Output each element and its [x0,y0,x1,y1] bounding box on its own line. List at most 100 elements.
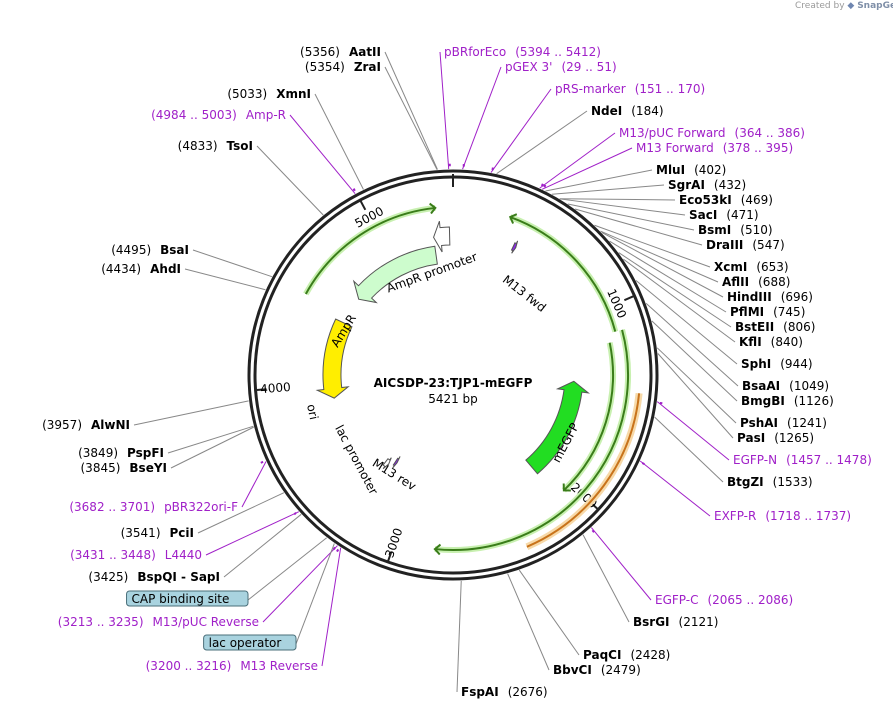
site-pos-bseyi: (3845) [81,461,121,475]
leader-line [133,400,249,426]
leader-line [656,401,730,461]
feature-label-m13-fwd: M13 fwd [500,272,549,314]
box-label-text: CAP binding site [132,592,230,606]
feature-ori [315,318,353,399]
leader-line [541,147,633,190]
orf-arrow-left-head [429,202,437,215]
site-name-eco53ki: Eco53kI [679,193,732,207]
leader-lines [133,51,739,693]
site-name-sgrai: SgrAI [668,178,705,192]
leader-line [384,66,438,170]
site-pos-eco53ki: (469) [741,193,773,207]
box-label-bg [126,590,249,607]
site-pos-bsai: (4495) [111,243,151,257]
feature-megfp [525,380,590,475]
site-name-saci: SacI [689,208,717,222]
leader-line [656,347,737,424]
site-name-egfp-n: EGFP-N [733,453,777,467]
leader-line [600,230,719,283]
site-name-pgex-3: pGEX 3' [505,60,552,74]
primer-mark [293,511,297,516]
site-pos-exfp-r: (1718 .. 1737) [765,509,851,523]
site-name-bsteii: BstEII [735,320,774,334]
site-name-draiii: DraIII [706,238,743,252]
site-name-bsai: BsaI [160,243,189,257]
leader-line [496,110,588,175]
leader-line [462,66,502,170]
site-name-ahdi: AhdI [150,262,181,276]
site-pos-aflii: (688) [758,275,790,289]
box-label-text: lac operator [209,636,282,650]
site-name-pasi: PasI [737,431,765,445]
site-pos-bsaai: (1049) [789,379,829,393]
leader-line [167,425,254,454]
site-name-kfli: KflI [739,335,762,349]
leader-line [601,232,724,298]
site-name-m13-reverse: M13 Reverse [240,659,318,673]
primer-mark [540,183,544,187]
site-pos-m13-forward: (378 .. 395) [723,141,793,155]
site-pos-bsmi: (510) [740,223,772,237]
leader-line [262,545,338,623]
site-pos-pcii: (3541) [121,526,161,540]
backbone-outer [247,169,659,581]
site-pos-m13-reverse: (3200 .. 3216) [146,659,232,673]
site-name-exfp-r: EXFP-R [714,509,756,523]
orf-arrow-right-outer-head [433,543,442,556]
site-pos-aatii: (5356) [300,45,340,59]
site-name-bmgbi: BmgBI [741,394,785,408]
site-pos-egfp-c: (2065 .. 2086) [707,593,793,607]
site-pos-amp-r: (4984 .. 5003) [151,108,237,122]
orange-orf-arrow [526,393,641,548]
site-labels: (5356)AatII(5354)ZraI(5033)XmnI(4984 .. … [42,45,872,699]
site-name-pshai: PshAI [740,416,778,430]
feature-m13-rev [392,456,401,469]
site-name-ndei: NdeI [591,104,622,118]
site-name-amp-r: Amp-R [246,108,286,122]
site-name-m13-puc-reverse: M13/pUC Reverse [153,615,260,629]
site-name-m13-forward: M13 Forward [636,141,714,155]
site-pos-m13-puc-reverse: (3213 .. 3235) [58,615,144,629]
site-name-prs-marker: pRS-marker [555,82,626,96]
feature-ampr-promoter [433,220,451,253]
primer-mark [591,529,595,533]
feature-ampr [352,245,438,304]
box-label-lac-operator: lac operator [203,634,297,651]
site-pos-btgzi: (1533) [773,475,813,489]
leader-line [247,537,327,601]
site-name-bsrgi: BsrGI [633,615,670,629]
leader-line [651,320,738,402]
site-pos-pbr322ori-f: (3682 .. 3701) [69,500,155,514]
center-title: AICSDP-23:TJP1-mEGFP 5421 bp [374,376,533,406]
site-pos-alwni: (3957) [42,418,82,432]
backbone-ring [247,169,659,581]
site-name-btgzi: BtgZI [727,475,764,489]
site-pos-saci: (471) [726,208,758,222]
site-pos-paqci: (2428) [630,648,670,662]
leader-line [490,88,552,173]
feature-label-ori: ori [304,403,321,421]
tick-label: 3000 [382,526,405,559]
site-pos-draiii: (547) [752,238,784,252]
box-label-cap-binding-site: CAP binding site [126,590,249,607]
site-name-tsoi: TsoI [227,139,253,153]
leader-line [289,114,356,195]
site-pos-tsoi: (4833) [178,139,218,153]
feature-m13-fwd [510,240,519,254]
orf-arrow-left [304,206,436,295]
tick-mark [623,295,634,302]
leader-line [192,249,273,278]
feature-lac-promoter [382,457,392,470]
leader-line [321,547,342,667]
site-pos-pbrforeco: (5394 .. 5412) [515,45,601,59]
site-name-mlui: MluI [656,163,685,177]
leader-line [657,353,734,439]
site-pos-bspqi-sapi: (3425) [88,570,128,584]
tick-mark [359,200,367,211]
site-pos-hindiii: (696) [781,290,813,304]
site-name-bseyi: BseYI [129,461,167,475]
site-name-bbvci: BbvCI [553,663,592,677]
site-name-alwni: AlwNI [91,418,130,432]
credit-brand: SnapGene [857,1,893,11]
